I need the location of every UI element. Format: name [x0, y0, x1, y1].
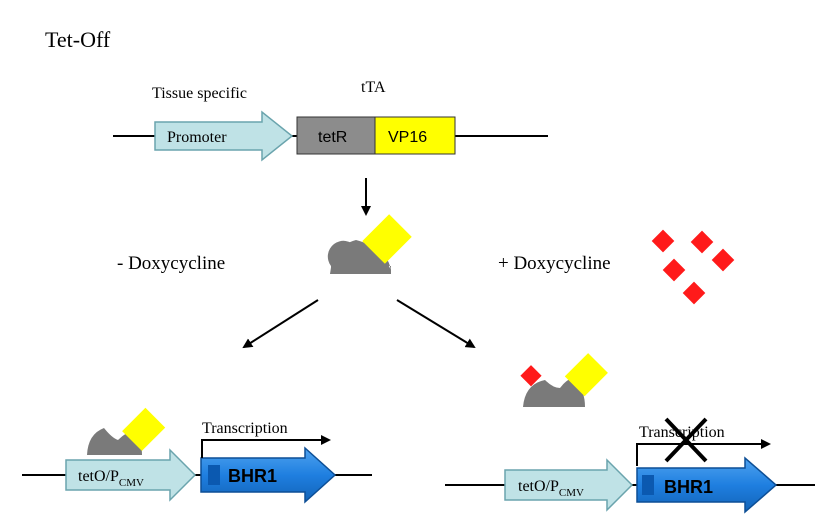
minus-dox-label: - Doxycycline: [117, 253, 225, 274]
operator-label-left: tetO/PCMV: [78, 468, 144, 489]
dox-bound-protein: [523, 378, 585, 407]
blocked-cross-icon: [664, 417, 708, 463]
promoter-caption: Tissue specific: [152, 85, 247, 102]
transcription-label-left: Transcription: [202, 420, 288, 437]
transcription-arrow-right: [636, 439, 771, 466]
operator-arrow-right: [504, 458, 634, 512]
branch-arrow-left: [242, 299, 319, 349]
fusion-caption: tTA: [361, 79, 386, 96]
promoter-arrow: [154, 110, 294, 162]
doxycycline-molecules: [651, 229, 735, 305]
promoter-label: Promoter: [167, 129, 227, 146]
operator-label-right: tetO/PCMV: [518, 478, 584, 499]
transcription-arrow-left: [201, 435, 331, 458]
dox-molecule: [711, 248, 735, 272]
vp16-label: VP16: [388, 129, 427, 146]
dox-molecule: [662, 258, 686, 282]
gene-label-left: BHR1: [228, 466, 277, 486]
dox-on-protein: [520, 365, 542, 387]
gene-label-right: BHR1: [664, 477, 713, 497]
plus-dox-label: + Doxycycline: [498, 253, 611, 274]
left-reporter: tetO/PCMV BHR1 Transcription: [22, 407, 372, 504]
title: Tet-Off: [45, 27, 111, 52]
dox-molecule: [651, 229, 675, 253]
vp16-box: [374, 116, 456, 155]
tta-protein: [327, 214, 412, 274]
vp16-domain-left: [122, 407, 166, 451]
operator-arrow-left: [65, 448, 197, 502]
tetr-box: [296, 116, 376, 155]
right-reporter: tetO/PCMV BHR1 Transcription: [445, 353, 815, 514]
dox-molecule: [690, 230, 714, 254]
gene-arrow-right: [636, 456, 778, 514]
dox-molecule: [682, 281, 706, 305]
gene-arrow-left: [200, 446, 337, 504]
tta-construct: Tissue specific tTA Promoter tetR VP16: [113, 79, 548, 162]
transcription-label-right: Transcription: [639, 424, 725, 441]
branch-arrow-right: [396, 299, 476, 349]
vp16-domain: [362, 214, 412, 264]
vp16-domain-right: [564, 353, 608, 397]
tetr-label: tetR: [318, 129, 347, 146]
